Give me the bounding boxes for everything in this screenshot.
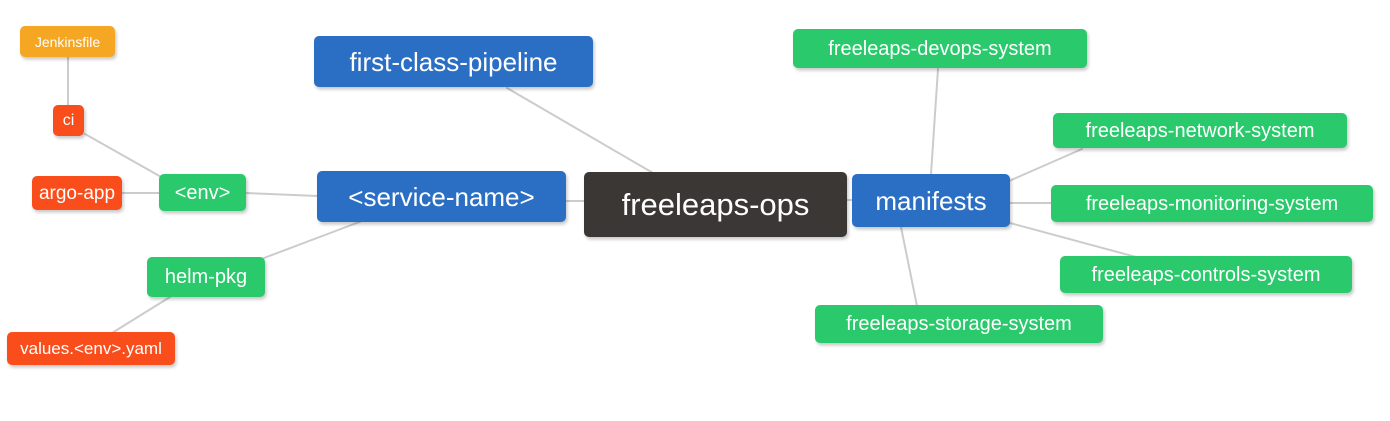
edge-ci-env xyxy=(84,133,164,179)
edge-helm-pkg-service-name xyxy=(263,220,363,259)
node-ci[interactable]: ci xyxy=(53,105,84,136)
node-values-env-yaml[interactable]: values.<env>.yaml xyxy=(7,332,175,365)
node-env[interactable]: <env> xyxy=(159,174,246,211)
edge-manifests-controls-system xyxy=(1009,222,1137,258)
edge-pipeline-freeleaps-ops xyxy=(506,87,654,174)
edge-manifests-devops-system xyxy=(930,68,939,175)
edge-values-helm-pkg xyxy=(111,296,171,334)
node-devops-system[interactable]: freeleaps-devops-system xyxy=(793,29,1087,68)
node-service-name[interactable]: <service-name> xyxy=(317,171,566,222)
node-storage-system[interactable]: freeleaps-storage-system xyxy=(815,305,1103,343)
node-manifests[interactable]: manifests xyxy=(852,174,1010,227)
edge-manifests-storage-system xyxy=(900,226,918,307)
node-freeleaps-ops[interactable]: freeleaps-ops xyxy=(584,172,847,237)
node-helm-pkg[interactable]: helm-pkg xyxy=(147,257,265,297)
edge-manifests-network-system xyxy=(1008,148,1083,182)
node-network-system[interactable]: freeleaps-network-system xyxy=(1053,113,1347,148)
node-jenkinsfile[interactable]: Jenkinsfile xyxy=(20,26,115,57)
node-monitoring-system[interactable]: freeleaps-monitoring-system xyxy=(1051,185,1373,222)
node-controls-system[interactable]: freeleaps-controls-system xyxy=(1060,256,1352,293)
edge-env-service-name xyxy=(245,192,319,197)
node-first-class-pipeline[interactable]: first-class-pipeline xyxy=(314,36,593,87)
node-argo-app[interactable]: argo-app xyxy=(32,176,122,210)
